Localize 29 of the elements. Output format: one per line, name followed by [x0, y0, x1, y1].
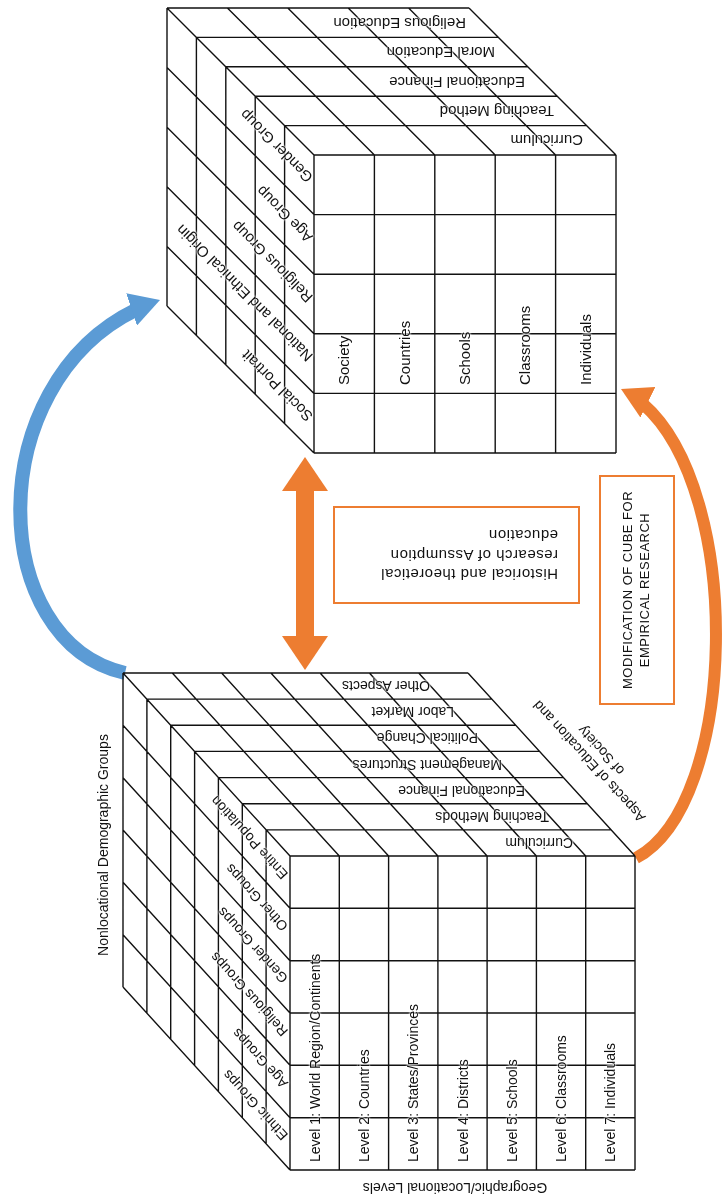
category-label: Teaching Method: [439, 102, 554, 120]
note-box: MODIFICATION OF CUBE FOR EMPIRICAL RESEARCH: [599, 475, 675, 705]
category-label: Political Change: [376, 730, 478, 747]
category-label: Society: [335, 336, 353, 386]
category-label: Level 6: Classrooms: [553, 1035, 570, 1162]
category-label: Labor Market: [371, 704, 454, 721]
category-label: Educational Finance: [388, 72, 525, 91]
category-label: Religious Education: [333, 14, 466, 32]
category-label: Educational Finance: [398, 782, 526, 799]
category-label: Level 3: States/Provinces: [405, 1004, 422, 1162]
category-label: Level 7: Individuals: [602, 1042, 619, 1162]
category-label: Level 1: World Region/Continents: [306, 953, 323, 1162]
axis-title: Nonlocational Demographic Groups: [94, 734, 112, 956]
note-box: Historical and theoretical research of Assumption education: [333, 506, 580, 604]
category-label: Countries: [395, 321, 414, 386]
category-label: Individuals: [577, 314, 595, 386]
double-arrow: [282, 457, 328, 670]
category-label: Schools: [456, 332, 474, 386]
curved-arrow: [13, 293, 163, 680]
category-label: Other Aspects: [342, 678, 430, 695]
category-label: Classrooms: [516, 306, 534, 386]
category-label: Management Structures: [352, 756, 502, 773]
category-label: Teaching Methods: [435, 808, 550, 825]
axis-title: Geographic/Locational Levels: [362, 1179, 548, 1197]
category-label: Moral Education: [386, 43, 496, 61]
category-label: Curriculum: [510, 131, 584, 149]
category-label: Level 4: Districts: [454, 1059, 471, 1162]
category-label: Level 5: Schools: [503, 1059, 520, 1162]
category-label: Curriculum: [505, 834, 574, 851]
